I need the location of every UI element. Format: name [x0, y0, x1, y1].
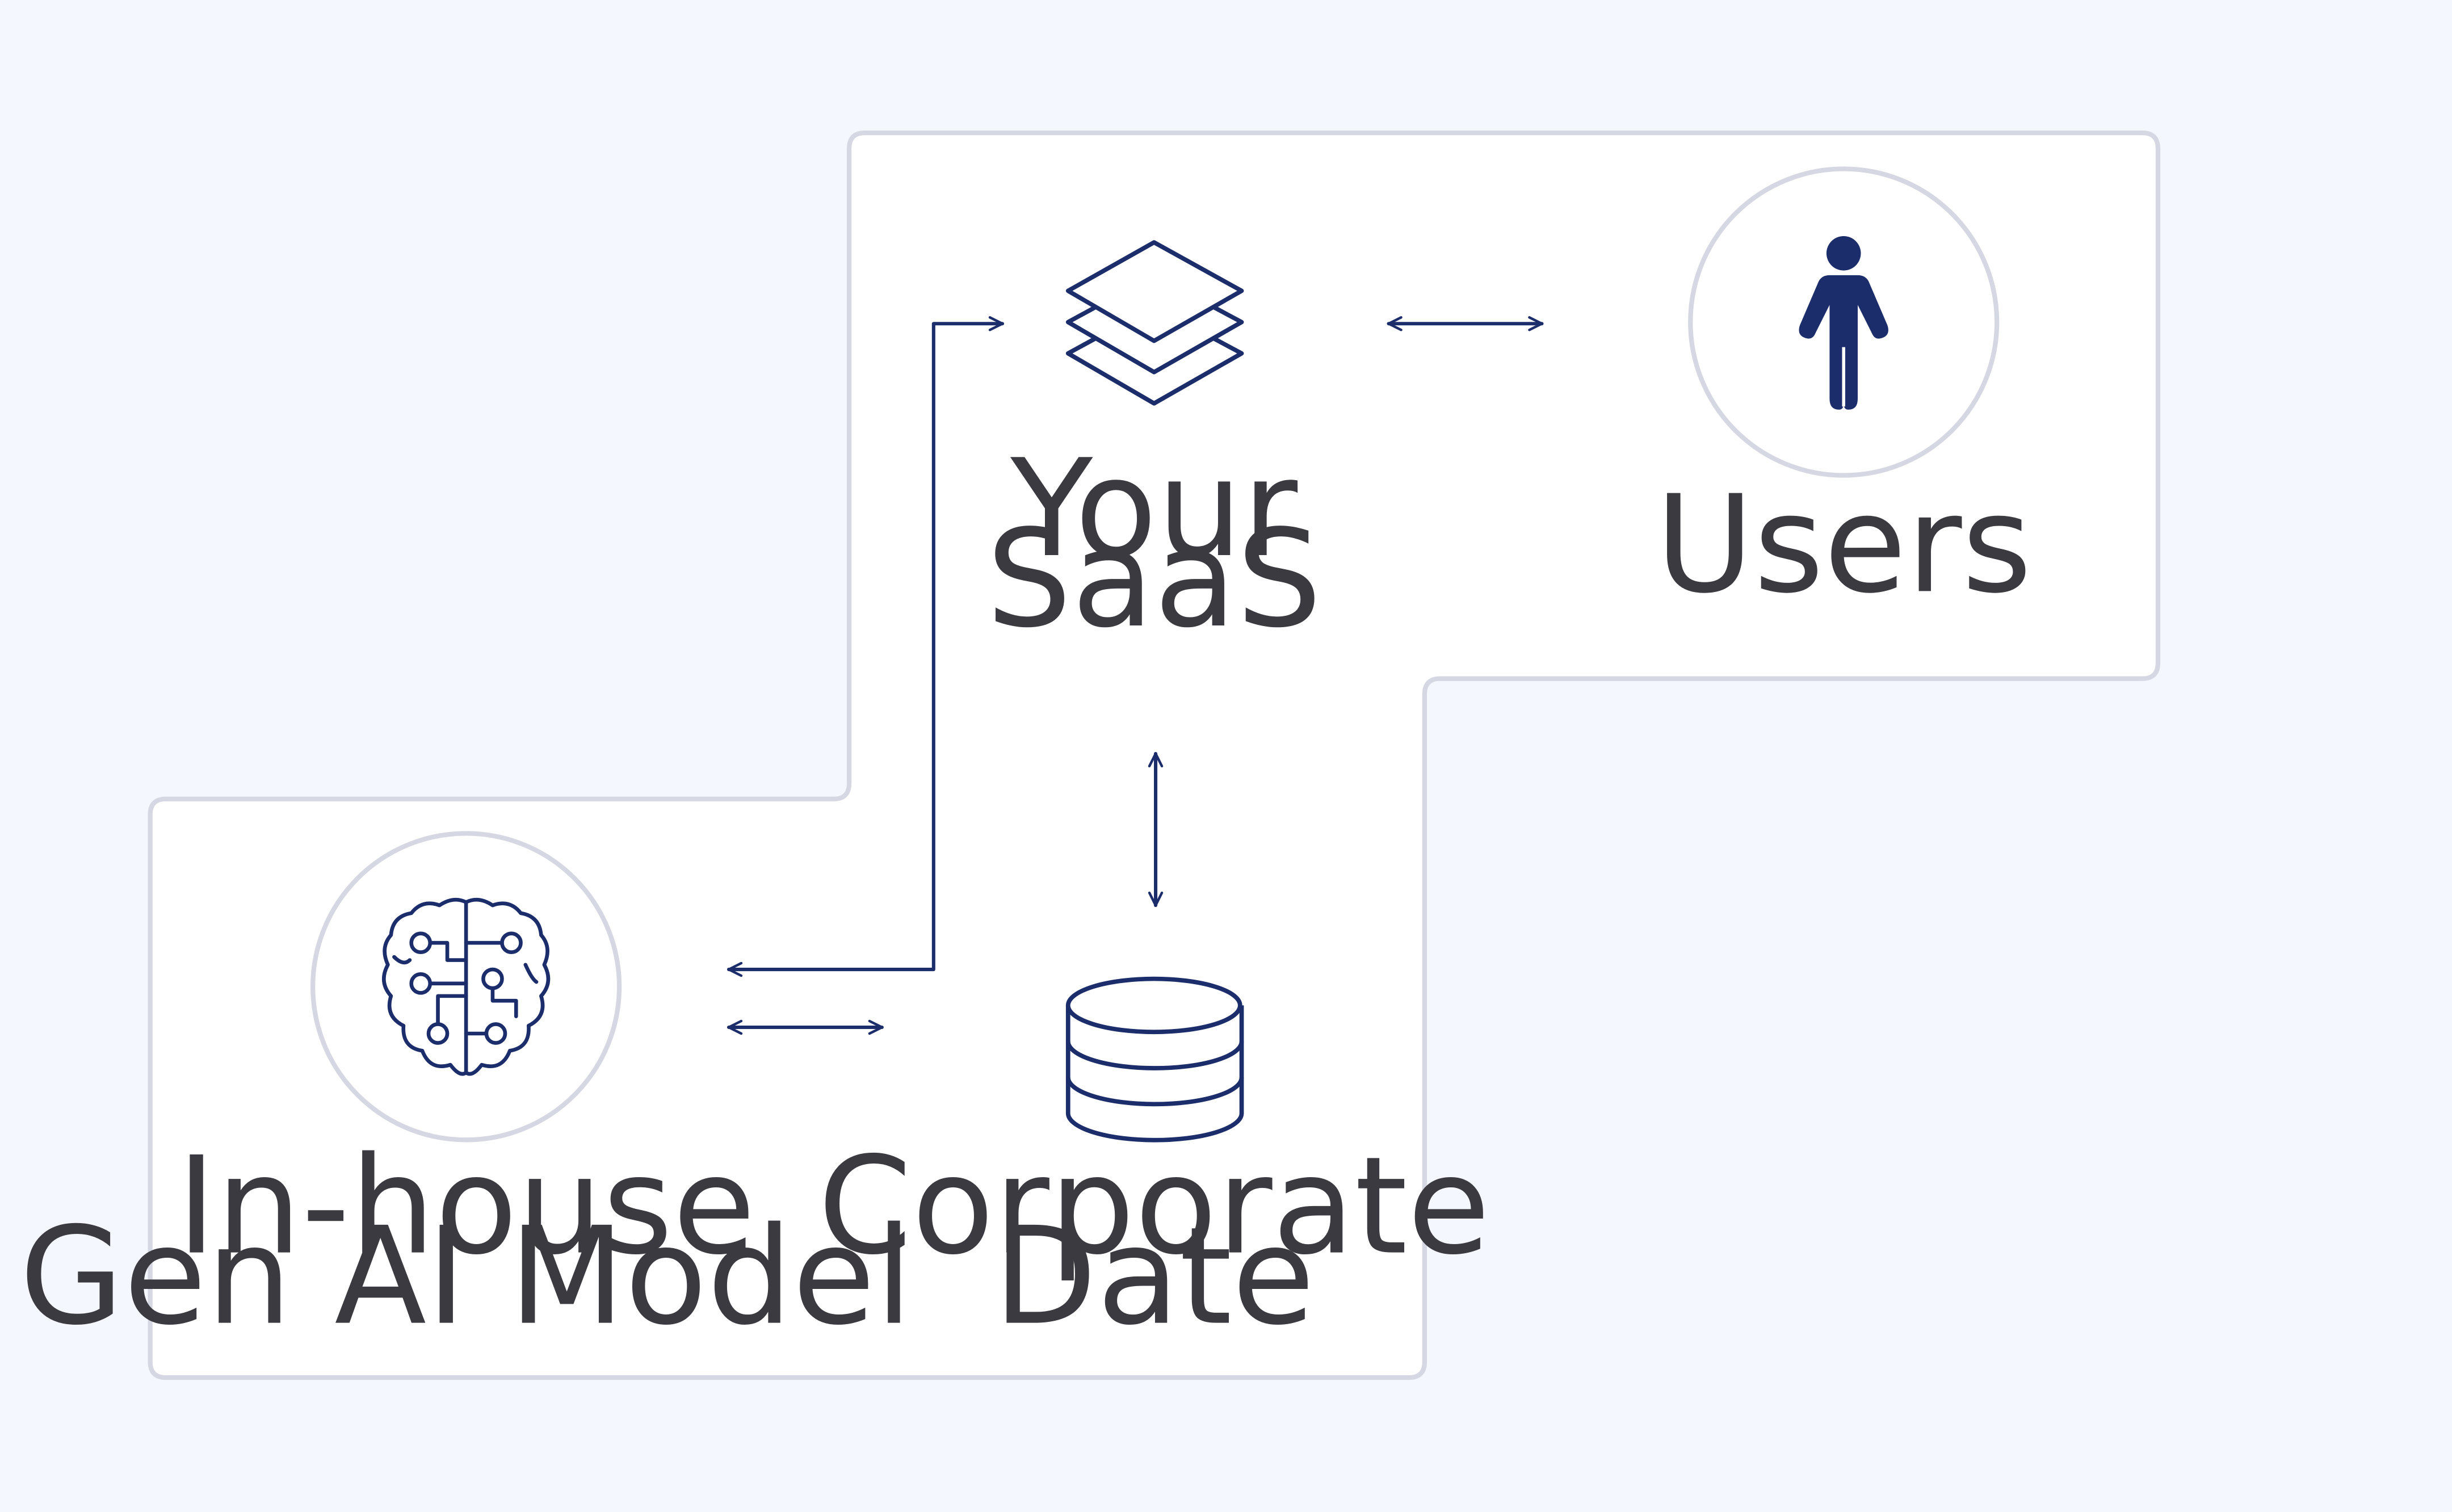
- data-label-line2: Date: [993, 1198, 1315, 1355]
- users-label: Users: [1655, 466, 2031, 623]
- brain-circuit-icon: [382, 897, 551, 1076]
- person-icon: [1799, 236, 1888, 410]
- model-label-line2: Gen AI Model: [19, 1198, 912, 1355]
- data-label-line1: Corporate: [818, 1128, 1490, 1284]
- model-label-line1: In-house: [177, 1128, 755, 1284]
- arrow-saas-model: [727, 316, 1005, 977]
- saas-label-line2: SaaS: [986, 501, 1322, 657]
- database-icon: [1065, 976, 1244, 1143]
- layers-icon: [1065, 240, 1244, 406]
- saas-label-line1: Your: [1010, 430, 1298, 587]
